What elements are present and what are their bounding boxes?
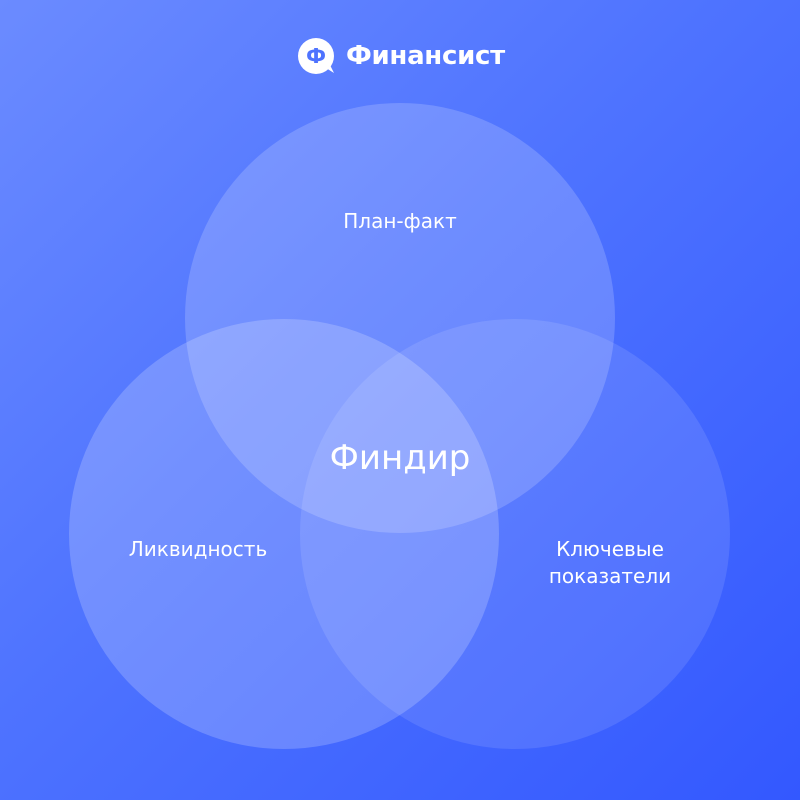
brand-header: Ф Финансист: [296, 36, 505, 76]
circle-plan-fact: [185, 103, 615, 533]
finansist-logo-icon: Ф: [298, 38, 334, 74]
label-plan-fact: План-факт: [343, 209, 457, 233]
label-liquidity: Ликвидность: [128, 537, 268, 561]
circle-liquidity: [69, 319, 499, 749]
label-key-indicators-line1: Ключевые: [556, 537, 664, 561]
label-key-indicators-line2: показатели: [548, 564, 672, 588]
circle-key-indicators: [300, 319, 730, 749]
logo-letter: Ф: [306, 44, 326, 68]
label-key-indicators: Ключевые показатели: [520, 536, 700, 590]
brand-name: Финансист: [346, 41, 505, 71]
label-findir: Финдир: [329, 438, 471, 478]
